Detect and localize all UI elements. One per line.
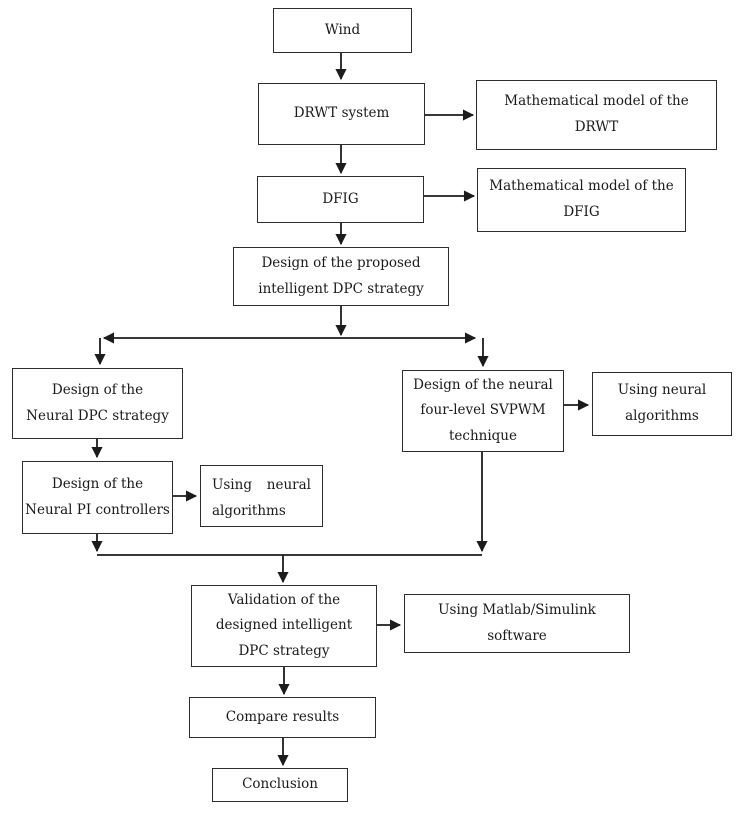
node-using-neural-algorithms-left: Using neural algorithms <box>200 465 323 527</box>
node-drwt-system: DRWT system <box>258 83 425 145</box>
node-validation-dpc: Validation of the designed intelligent D… <box>191 585 377 667</box>
node-wind: Wind <box>273 8 412 53</box>
node-neural-dpc-strategy: Design of the Neural DPC strategy <box>12 368 183 439</box>
node-math-model-dfig: Mathematical model of the DFIG <box>477 168 686 232</box>
node-using-neural-algorithms-right: Using neural algorithms <box>592 372 732 436</box>
node-neural-svpwm-technique: Design of the neural four-level SVPWM te… <box>402 370 564 452</box>
node-math-model-drwt: Mathematical model of the DRWT <box>476 80 717 150</box>
node-design-proposed-dpc: Design of the proposed intelligent DPC s… <box>233 247 449 306</box>
node-dfig: DFIG <box>257 176 424 223</box>
node-neural-pi-controllers: Design of the Neural PI controllers <box>22 461 173 534</box>
node-compare-results: Compare results <box>189 697 376 738</box>
node-conclusion: Conclusion <box>212 768 348 802</box>
node-matlab-simulink: Using Matlab/Simulink software <box>404 594 630 653</box>
